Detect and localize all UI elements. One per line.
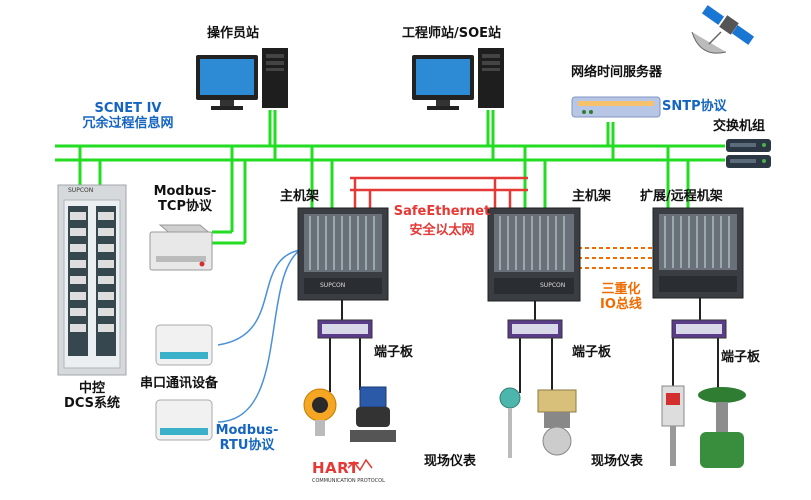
terminal-3-label: 端子板 bbox=[721, 350, 761, 365]
dcs-cabinet bbox=[57, 184, 127, 376]
modbus-tcp-label: Modbus- TCP协议 bbox=[150, 184, 220, 215]
terminal-board-1 bbox=[317, 319, 373, 339]
scnet-label-line1: SCNET IV bbox=[94, 101, 162, 116]
operator-station-tower bbox=[262, 48, 288, 108]
level-transmitter bbox=[661, 385, 685, 466]
modbus-rtu-label: Modbus- RTU协议 bbox=[212, 423, 282, 454]
serial-device-1 bbox=[155, 324, 213, 366]
valve-actuator-1 bbox=[350, 386, 396, 442]
scnet-label-line2: 冗余过程信息网 bbox=[82, 115, 174, 131]
io-bus-label-line2: IO总线 bbox=[600, 296, 642, 312]
serial-link-1 bbox=[217, 249, 301, 346]
cabinet-brand: SUPCON bbox=[68, 187, 94, 194]
switch-group-label: 交换机组 bbox=[713, 119, 766, 134]
terminal-board-2 bbox=[507, 319, 563, 339]
terminal-2-label: 端子板 bbox=[572, 345, 612, 360]
terminal-1-label: 端子板 bbox=[374, 345, 414, 360]
engineer-station-monitor bbox=[412, 55, 474, 110]
serial-device-2 bbox=[155, 399, 213, 441]
ext-rack-label: 扩展/远程机架 bbox=[640, 189, 723, 204]
main-rack-2-label: 主机架 bbox=[572, 189, 612, 204]
serial-link-2 bbox=[217, 249, 301, 423]
safe-ethernet-label-line1: SafeEthernet bbox=[393, 204, 491, 219]
extension-rack bbox=[652, 207, 744, 299]
switch-2 bbox=[726, 155, 771, 168]
flow-meter bbox=[499, 387, 521, 458]
serial-device-label: 串口通讯设备 bbox=[140, 376, 219, 391]
dcs-label: 中控 DCS系统 bbox=[52, 381, 132, 412]
satellite-icon bbox=[691, 5, 755, 54]
main-rack-1 bbox=[297, 207, 389, 301]
engineer-station-tower bbox=[478, 48, 504, 108]
scnet-label: SCNET IV 冗余过程信息网 bbox=[78, 101, 178, 132]
modbus-rtu-label-line1: Modbus- bbox=[215, 423, 279, 438]
sntp-label: SNTP协议 bbox=[662, 99, 727, 114]
engineer-station-label: 工程师站/SOE站 bbox=[402, 26, 502, 41]
hart-wave-icon bbox=[347, 458, 373, 472]
modbus-tcp-label-line1: Modbus- bbox=[153, 184, 217, 199]
field-instruments-1-label: 现场仪表 bbox=[424, 454, 477, 469]
main-rack-1-label: 主机架 bbox=[280, 189, 320, 204]
modbus-tcp-device bbox=[149, 224, 214, 271]
field-instruments-2-label: 现场仪表 bbox=[591, 454, 644, 469]
safe-ethernet-label: SafeEthernet 安全以太网 bbox=[388, 204, 496, 239]
hart-subtitle: COMMUNICATION PROTOCOL bbox=[312, 478, 385, 484]
hart-logo: HART bbox=[312, 459, 360, 477]
dcs-label-line2: DCS系统 bbox=[64, 395, 120, 411]
main-rack-2 bbox=[487, 207, 581, 302]
switch-1 bbox=[726, 139, 771, 152]
operator-station-label: 操作员站 bbox=[207, 26, 260, 41]
time-server-label: 网络时间服务器 bbox=[571, 65, 663, 80]
time-server-device bbox=[571, 96, 661, 118]
rack-2-brand: SUPCON bbox=[540, 282, 566, 289]
operator-station-monitor bbox=[196, 55, 258, 110]
modbus-tcp-label-line2: TCP协议 bbox=[158, 198, 212, 214]
safe-ethernet-label-line2: 安全以太网 bbox=[409, 222, 475, 238]
control-valve-green bbox=[698, 387, 746, 468]
pressure-transmitter bbox=[303, 388, 337, 436]
modbus-rtu-label-line2: RTU协议 bbox=[219, 437, 275, 453]
rack-1-brand: SUPCON bbox=[320, 282, 346, 289]
io-bus-label: 三重化 IO总线 bbox=[591, 282, 651, 313]
dcs-label-line1: 中控 bbox=[78, 381, 105, 396]
terminal-board-3 bbox=[671, 319, 727, 339]
valve-actuator-2 bbox=[537, 389, 577, 456]
io-bus-label-line1: 三重化 bbox=[601, 282, 641, 297]
